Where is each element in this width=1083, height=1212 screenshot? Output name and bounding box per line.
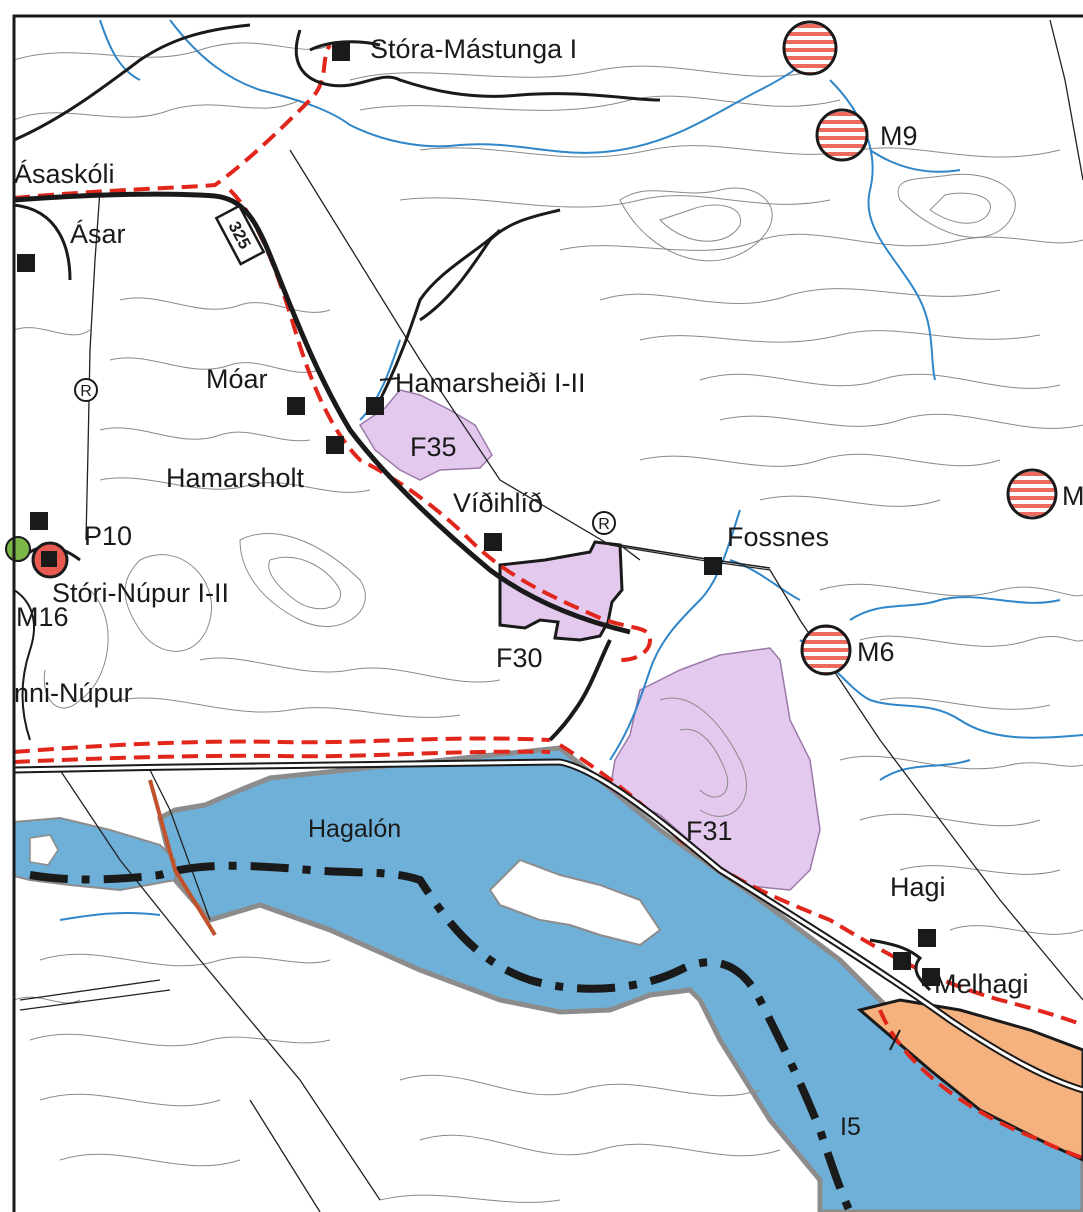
- label-hagi: Hagi: [890, 872, 946, 902]
- reservoir-limit-line: [29, 861, 854, 1212]
- label-f30: F30: [496, 643, 543, 673]
- route-marker-east-label: R: [598, 516, 610, 533]
- label-hagalon: Hagalón: [308, 815, 401, 843]
- material-sites: [5, 20, 1058, 676]
- label-m9: M9: [880, 121, 918, 151]
- island: [488, 858, 662, 947]
- label-m-partial: M: [1062, 481, 1083, 511]
- route-marker-west: [74, 378, 98, 402]
- map-frame: [12, 14, 1083, 1212]
- label-asar: Ásar: [70, 219, 126, 249]
- label-innri-nupur: nni-Núpur: [14, 678, 133, 708]
- map-labels: Stóra-Mástunga I Ásaskóli Ásar Móar Hama…: [14, 34, 1083, 1141]
- material-site-m9: [815, 108, 869, 162]
- label-melhagi: Melhagi: [934, 969, 1029, 999]
- label-f35: F35: [410, 432, 457, 462]
- material-site-top: [782, 20, 838, 76]
- label-vidihlid: Víðihlíð: [453, 488, 543, 518]
- label-stori-nupur: Stóri-Núpur I-II: [52, 578, 229, 608]
- red-brown-line: [148, 779, 217, 937]
- material-site-m6: [800, 624, 852, 676]
- islet: [29, 834, 59, 866]
- route-marker-east: [592, 511, 616, 535]
- route-markers: R R: [74, 378, 616, 535]
- label-m6: M6: [857, 637, 895, 667]
- label-p10: P10: [84, 521, 132, 551]
- streams: [59, 19, 1083, 921]
- label-hamarsholt: Hamarsholt: [166, 463, 305, 493]
- river-inlet: [14, 816, 176, 892]
- label-moar: Móar: [206, 364, 268, 394]
- property-boundaries: [19, 19, 1083, 1212]
- label-i5: I5: [840, 1113, 861, 1141]
- summer-house-area-f35: [358, 389, 493, 481]
- green-site: [5, 536, 31, 562]
- hagalon-reservoir: [157, 745, 1083, 1212]
- route-marker-west-label: R: [80, 383, 92, 400]
- material-site-m: [1006, 468, 1058, 520]
- label-asaskoli: Ásaskóli: [14, 159, 115, 189]
- buildings: [17, 43, 940, 986]
- contour-lines: [14, 42, 1083, 1203]
- label-f31: F31: [686, 816, 733, 846]
- label-hamarsheidi: Hamarsheiði I-II: [395, 368, 586, 398]
- label-fossnes: Fossnes: [727, 522, 829, 552]
- label-m16: M16: [16, 602, 69, 632]
- label-stora-mastunga: Stóra-Mástunga I: [370, 34, 577, 64]
